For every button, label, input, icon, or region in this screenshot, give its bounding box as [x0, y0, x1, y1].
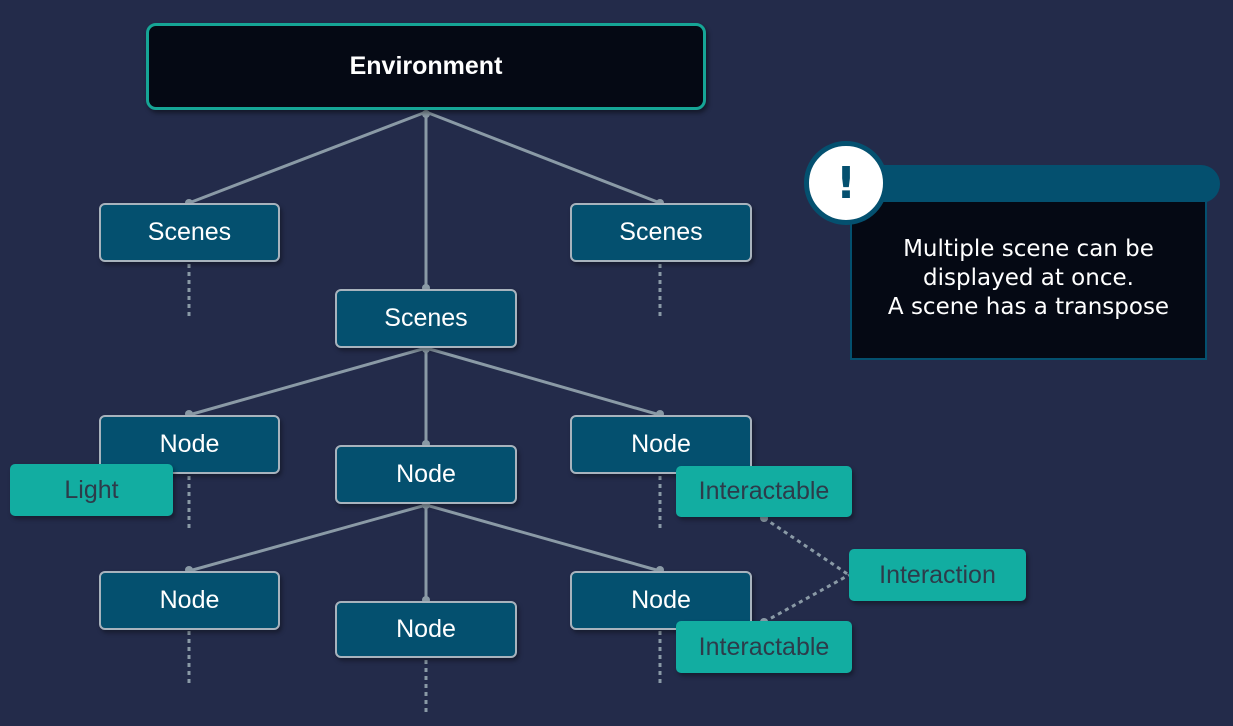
connector-line: [188, 110, 427, 205]
callout-note: Multiple scene can be displayed at once.…: [850, 200, 1207, 360]
node-level1-center: Node: [335, 445, 517, 504]
node-level2-center: Node: [335, 601, 517, 658]
callout-line: A scene has a transpose: [887, 294, 1170, 320]
node-level1-left: Node: [99, 415, 280, 474]
connector-line: [188, 503, 427, 573]
interaction-link: [763, 516, 850, 577]
callout-line: displayed at once.: [923, 265, 1134, 291]
node-level2-left: Node: [99, 571, 280, 630]
connector-line: [188, 346, 427, 417]
scene-node-right: Scenes: [570, 203, 752, 262]
connector-line: [425, 346, 661, 417]
scene-node-left: Scenes: [99, 203, 280, 262]
interactable-tag-bottom: Interactable: [676, 621, 852, 673]
node-level2-right: Node: [570, 571, 752, 630]
interaction-link: [763, 573, 850, 624]
connector-line: [425, 110, 661, 205]
callout-line: Multiple scene can be: [903, 236, 1154, 262]
exclamation-icon: !: [804, 141, 888, 225]
interactable-tag-top: Interactable: [676, 466, 852, 517]
connector-line: [425, 503, 661, 573]
callout-header-bar: [842, 165, 1220, 203]
light-tag: Light: [10, 464, 173, 516]
interaction-tag: Interaction: [849, 549, 1026, 601]
node-level1-right: Node: [570, 415, 752, 474]
scene-node-center: Scenes: [335, 289, 517, 348]
environment-node: Environment: [146, 23, 706, 110]
